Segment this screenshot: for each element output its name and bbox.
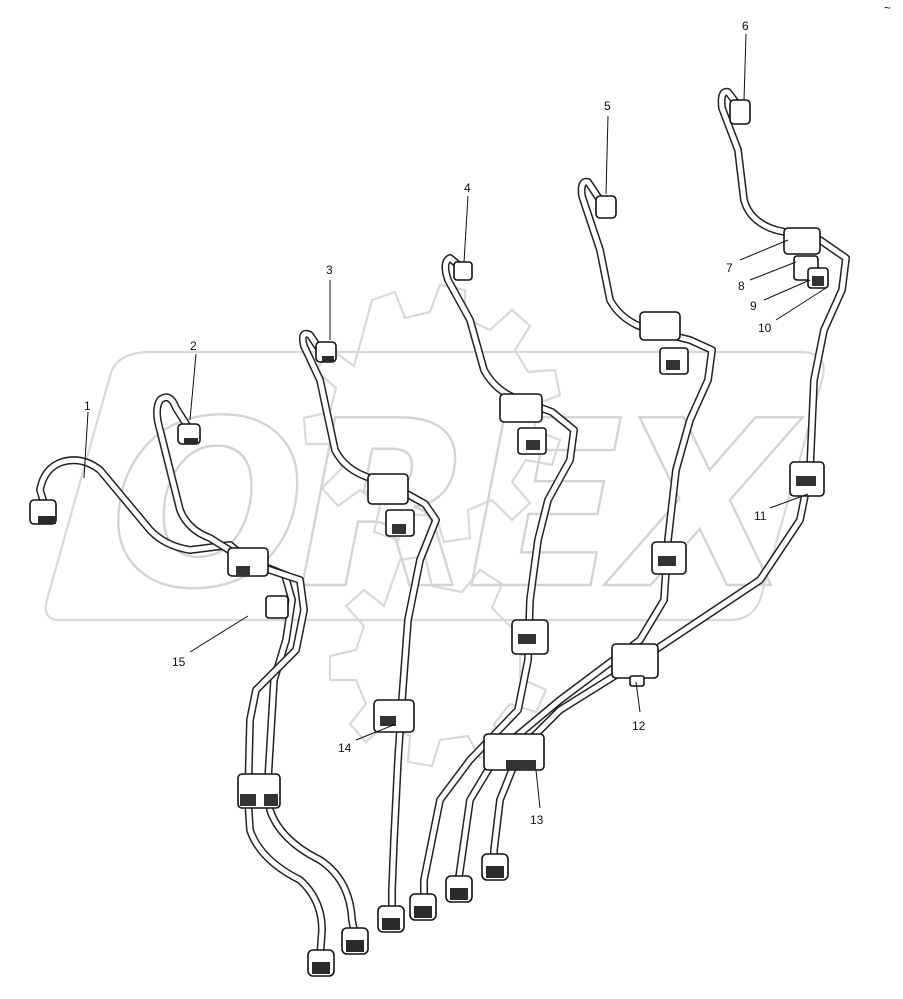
clamp-5 [639,311,689,375]
watermark-frame [44,350,825,622]
clamp-14 [373,699,415,733]
pipe-5 [454,177,716,888]
nut-bottom-6 [481,853,509,881]
callout-9: 9 [750,279,811,313]
watermark-gear [302,283,562,544]
svg-text:14: 14 [338,741,352,755]
nut-bottom-1 [307,949,335,977]
svg-text:7: 7 [726,261,733,275]
svg-text:3: 3 [326,263,333,277]
nut-pipe-4-top [453,261,473,281]
pipe-3 [298,329,440,916]
svg-text:10: 10 [758,321,772,335]
callouts: 1 2 3 4 5 6 7 8 [83,19,827,827]
pipe-2 [153,393,326,962]
nut-bottom-2 [341,927,369,955]
callout-8: 8 [738,261,797,293]
pipe-1 [36,456,360,944]
svg-text:6: 6 [742,19,749,33]
nut-bottom-4 [409,893,437,921]
nut-pipe-5-top [595,195,617,219]
pipe-4 [420,254,578,904]
clamp-12 [611,643,659,687]
union-nuts [29,99,751,977]
callout-4: 4 [463,181,471,263]
svg-text:1: 1 [84,399,91,413]
callout-3: 3 [326,263,333,340]
nut-bottom-3 [377,905,405,933]
watermark-gear-lower [328,554,548,768]
callout-5: 5 [604,99,611,195]
callout-11: 11 [754,493,809,523]
clamp-pipe-5-mid [651,541,687,575]
svg-text:4: 4 [464,181,471,195]
svg-text:5: 5 [604,99,611,113]
callout-2: 2 [189,339,197,421]
clamp-13 [483,733,545,771]
callout-13: 13 [530,769,544,827]
clamp-15 [227,547,289,619]
svg-text:15: 15 [172,655,186,669]
callout-15: 15 [172,615,249,669]
callout-12: 12 [632,681,646,733]
nut-pipe-2-top [177,423,201,445]
watermark-text: OREX [110,373,803,640]
clamp-3 [367,473,415,537]
svg-text:12: 12 [632,719,646,733]
callout-1: 1 [83,399,91,479]
callout-14: 14 [338,723,397,755]
nut-bottom-5 [445,875,473,903]
nut-pipe-3-top [315,341,337,363]
clamp-11 [789,461,825,497]
corner-mark: ~ [884,1,891,15]
svg-text:9: 9 [750,299,757,313]
pipe-6 [490,87,850,864]
nut-pipe-1-top [29,499,57,525]
clamp-7-10 [783,227,829,289]
svg-text:13: 13 [530,813,544,827]
svg-text:8: 8 [738,279,745,293]
fuel-pipes [36,87,850,962]
pipe-clamps [227,227,829,809]
nut-pipe-6-top [729,99,751,125]
svg-text:11: 11 [754,509,767,523]
svg-text:2: 2 [190,339,197,353]
callout-10: 10 [758,287,827,335]
callout-7: 7 [726,239,789,275]
callout-6: 6 [742,19,749,101]
clamp-pipe-1-2-lower [237,773,281,809]
clamp-pipe-4-mid [511,619,549,655]
clamp-4 [499,393,547,455]
